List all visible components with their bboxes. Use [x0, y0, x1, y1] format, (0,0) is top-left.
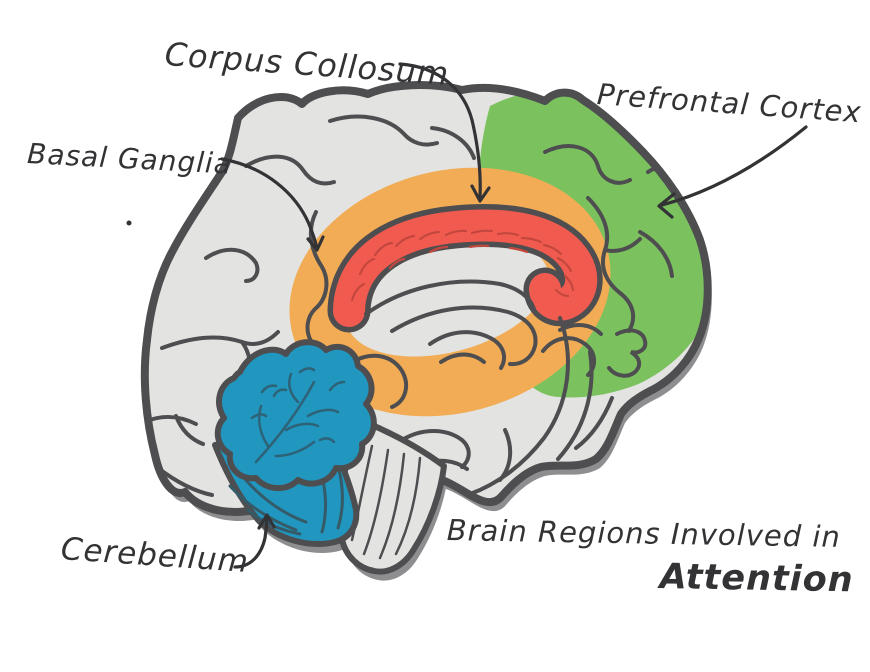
basal-ganglia-arrow — [220, 157, 325, 252]
corpus-callosum-arrow — [398, 62, 491, 203]
diagram-title-line2: Attention — [659, 557, 855, 601]
cerebellum-arrow — [233, 513, 276, 569]
annotation-arrows — [220, 62, 808, 569]
brain-internal-regions — [144, 88, 708, 497]
cerebellum-lobe — [214, 339, 377, 491]
ink-dot — [126, 220, 132, 226]
diagram-title-line1: Brain Regions Involved in — [446, 513, 842, 554]
corpus-callosum-region — [327, 204, 603, 333]
cerebellum-region — [212, 339, 377, 547]
prefrontal-sulci-lines — [543, 144, 681, 378]
cerebellum-veins — [250, 367, 346, 464]
prefrontal-cortex-arrow — [657, 125, 808, 219]
inner-structure-lines — [364, 279, 614, 496]
corpus-callosum-hatching — [350, 229, 575, 302]
brain-outline — [140, 81, 712, 516]
